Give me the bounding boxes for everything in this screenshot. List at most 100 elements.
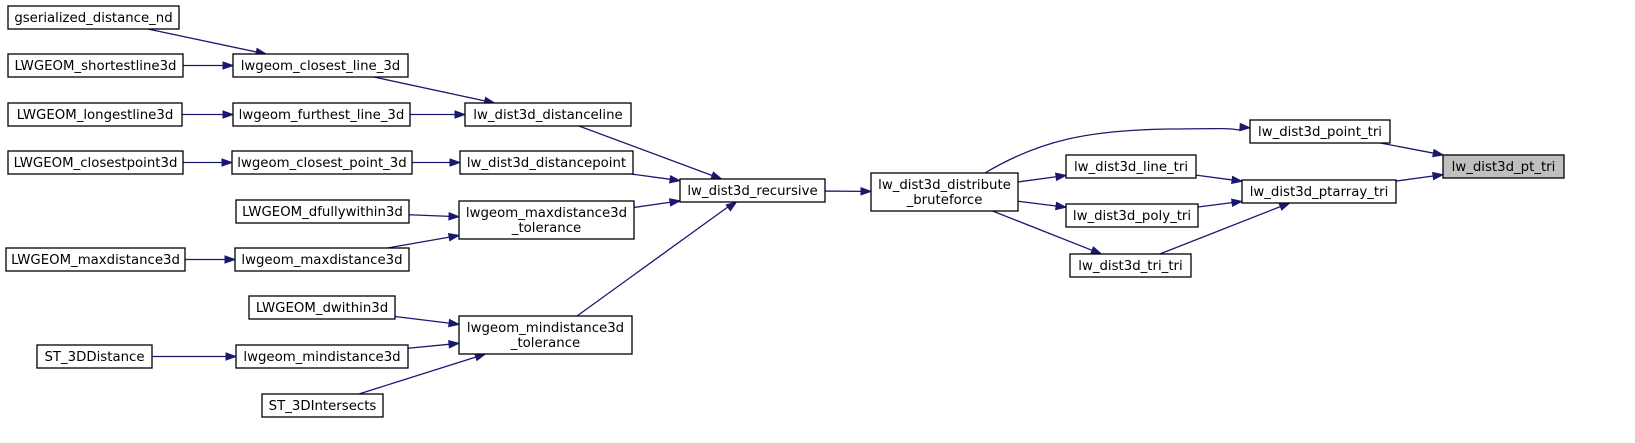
edge-line xyxy=(1017,175,1058,183)
edge-arrowhead xyxy=(1239,122,1252,132)
node-lwgeom_closest_line_3d[interactable]: lwgeom_closest_line_3d xyxy=(232,53,409,78)
node-box xyxy=(232,102,411,127)
node-lwgeom_maxdistance3d[interactable]: lwgeom_maxdistance3d xyxy=(234,247,410,272)
node-box xyxy=(235,344,409,369)
edge-arrowhead xyxy=(448,340,461,349)
node-lw_dist3d_line_tri[interactable]: lw_dist3d_line_tri xyxy=(1065,154,1197,179)
node-lw_dist3d_pt_tri: lw_dist3d_pt_tri xyxy=(1442,154,1565,179)
node-gserialized_distance_nd[interactable]: gserialized_distance_nd xyxy=(7,5,180,30)
edge-line xyxy=(1380,142,1435,154)
node-label: gserialized_distance_nd xyxy=(14,11,172,26)
node-box xyxy=(7,5,180,30)
node-label: lwgeom_maxdistance3d xyxy=(466,206,627,221)
edge-arrowhead xyxy=(1278,202,1292,211)
node-ST_3DIntersects[interactable]: ST_3DIntersects xyxy=(261,393,384,418)
edge-line xyxy=(984,126,1242,174)
edge-LWGEOM_longestline3d-to-lwgeom_furthest_line_3d xyxy=(182,110,235,119)
edge-arrowhead xyxy=(449,158,462,167)
edge-ST_3DIntersects-to-lwgeom_mindistance3d_tolerance xyxy=(358,353,487,395)
node-lwgeom_maxdistance3d_tolerance[interactable]: lwgeom_maxdistance3d_tolerance xyxy=(458,200,635,240)
node-label: lw_dist3d_line_tri xyxy=(1074,160,1188,175)
node-box xyxy=(1065,203,1199,228)
edge-lwgeom_furthest_line_3d-to-lw_dist3d_distanceline xyxy=(410,110,467,119)
edge-line xyxy=(578,125,714,177)
node-LWGEOM_dwithin3d[interactable]: LWGEOM_dwithin3d xyxy=(248,295,396,320)
edge-line xyxy=(992,210,1094,252)
edge-lw_dist3d_line_tri-to-lw_dist3d_ptarray_tri xyxy=(1195,174,1244,185)
node-box xyxy=(7,53,184,78)
edge-arrowhead xyxy=(447,232,461,242)
node-box xyxy=(235,199,410,224)
edge-lwgeom_mindistance3d_tolerance-to-lw_dist3d_recursive xyxy=(576,201,738,317)
node-lw_dist3d_distribute_bruteforce[interactable]: lw_dist3d_distribute_bruteforce xyxy=(870,172,1019,212)
edge-lw_dist3d_distancepoint-to-lw_dist3d_recursive xyxy=(631,173,682,184)
edge-line xyxy=(387,236,451,249)
node-box xyxy=(458,200,635,240)
node-box xyxy=(1069,253,1192,278)
edge-gserialized_distance_nd-to-lwgeom_closest_line_3d xyxy=(147,28,268,57)
edge-arrowhead xyxy=(710,171,723,180)
node-label: lwgeom_maxdistance3d xyxy=(241,253,402,268)
node-LWGEOM_shortestline3d[interactable]: LWGEOM_shortestline3d xyxy=(7,53,184,78)
edge-line xyxy=(633,201,672,209)
node-label: lwgeom_furthest_line_3d xyxy=(239,108,405,123)
edge-line xyxy=(1159,205,1282,255)
edge-lw_dist3d_ptarray_tri-to-lw_dist3d_pt_tri xyxy=(1395,171,1445,182)
node-box xyxy=(7,150,184,175)
node-box xyxy=(231,150,413,175)
node-LWGEOM_maxdistance3d[interactable]: LWGEOM_maxdistance3d xyxy=(5,247,186,272)
edge-line xyxy=(1195,174,1234,181)
node-lw_dist3d_tri_tri[interactable]: lw_dist3d_tri_tri xyxy=(1069,253,1192,278)
edge-arrowhead xyxy=(669,174,682,184)
edge-ST_3DDistance-to-lwgeom_mindistance3d xyxy=(152,352,238,361)
node-LWGEOM_longestline3d[interactable]: LWGEOM_longestline3d xyxy=(7,102,183,127)
edge-arrowhead xyxy=(448,211,461,221)
node-lw_dist3d_ptarray_tri[interactable]: lw_dist3d_ptarray_tri xyxy=(1241,179,1397,204)
edge-line xyxy=(1197,201,1234,208)
edge-lwgeom_closest_line_3d-to-lw_dist3d_distanceline xyxy=(373,76,497,106)
edge-LWGEOM_dfullywithin3d-to-lwgeom_maxdistance3d_tolerance xyxy=(408,211,461,221)
edges-layer xyxy=(147,28,1445,395)
edge-arrowhead xyxy=(224,255,237,264)
edge-LWGEOM_closestpoint3d-to-lwgeom_closest_point_3d xyxy=(183,158,234,167)
node-box xyxy=(459,150,634,175)
node-lw_dist3d_distanceline[interactable]: lw_dist3d_distanceline xyxy=(464,102,632,127)
node-LWGEOM_closestpoint3d[interactable]: LWGEOM_closestpoint3d xyxy=(7,150,184,175)
node-box xyxy=(232,53,409,78)
edge-lw_dist3d_poly_tri-to-lw_dist3d_ptarray_tri xyxy=(1197,198,1244,208)
node-lw_dist3d_distancepoint[interactable]: lw_dist3d_distancepoint xyxy=(459,150,634,175)
node-lwgeom_closest_point_3d[interactable]: lwgeom_closest_point_3d xyxy=(231,150,413,175)
node-label: lwgeom_closest_line_3d xyxy=(241,59,401,74)
edge-arrowhead xyxy=(725,201,738,212)
edge-line xyxy=(394,315,451,324)
node-lwgeom_furthest_line_3d[interactable]: lwgeom_furthest_line_3d xyxy=(232,102,411,127)
node-box xyxy=(36,344,153,369)
node-ST_3DDistance[interactable]: ST_3DDistance xyxy=(36,344,153,369)
node-label: LWGEOM_longestline3d xyxy=(17,108,174,123)
edge-lw_dist3d_point_tri-to-lw_dist3d_pt_tri xyxy=(1380,142,1445,158)
edge-arrowhead xyxy=(1090,246,1103,255)
node-lw_dist3d_poly_tri[interactable]: lw_dist3d_poly_tri xyxy=(1065,203,1199,228)
node-box xyxy=(248,295,396,320)
edge-arrowhead xyxy=(222,61,235,70)
node-label: lwgeom_mindistance3d xyxy=(243,350,400,365)
edge-line xyxy=(147,28,258,53)
edge-arrowhead xyxy=(1432,171,1445,181)
node-label: LWGEOM_closestpoint3d xyxy=(14,156,178,171)
edge-LWGEOM_maxdistance3d-to-lwgeom_maxdistance3d xyxy=(185,255,237,264)
edge-arrowhead xyxy=(448,318,461,328)
node-lwgeom_mindistance3d[interactable]: lwgeom_mindistance3d xyxy=(235,344,409,369)
node-LWGEOM_dfullywithin3d[interactable]: LWGEOM_dfullywithin3d xyxy=(235,199,410,224)
edge-lwgeom_mindistance3d-to-lwgeom_mindistance3d_tolerance xyxy=(407,340,461,349)
edge-lwgeom_maxdistance3d_tolerance-to-lw_dist3d_recursive xyxy=(633,198,682,209)
node-lw_dist3d_point_tri[interactable]: lw_dist3d_point_tri xyxy=(1249,119,1391,144)
edge-arrowhead xyxy=(860,187,873,196)
node-lw_dist3d_recursive[interactable]: lw_dist3d_recursive xyxy=(679,178,826,203)
node-label: LWGEOM_shortestline3d xyxy=(14,59,176,74)
node-lwgeom_mindistance3d_tolerance[interactable]: lwgeom_mindistance3d_tolerance xyxy=(458,315,633,355)
node-label: lw_dist3d_distribute xyxy=(878,178,1011,193)
node-box xyxy=(1065,154,1197,179)
node-label: lw_dist3d_tri_tri xyxy=(1078,259,1182,274)
node-label: lw_dist3d_distancepoint xyxy=(467,156,626,171)
node-box xyxy=(679,178,826,203)
